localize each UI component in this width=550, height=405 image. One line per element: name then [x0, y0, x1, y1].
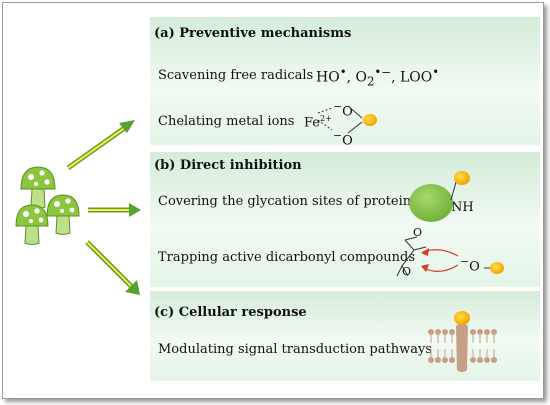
- carbonyl-o-top: O: [413, 226, 423, 239]
- scavenging-label: Scavening free radicals: [158, 68, 314, 83]
- radicals-formula: HO•, O2•−, LOO•: [316, 65, 440, 89]
- arrow-to-panel-b: [88, 203, 141, 217]
- nh-group: NH: [451, 200, 474, 215]
- mushroom-icon: [46, 194, 80, 235]
- panel-cellular-response: (c) Cellular response Modulating signal …: [150, 291, 540, 381]
- dicarbonyl-structure: [396, 236, 504, 277]
- panel-a-heading: (a) Preventive mechanisms: [154, 26, 352, 41]
- carbonyl-o-bottom: O: [402, 265, 412, 278]
- chelating-label: Chelating metal ions: [158, 114, 295, 129]
- ligand-ball: [454, 171, 470, 185]
- panel-preventive-mechanisms: (a) Preventive mechanisms Scavening free…: [150, 17, 540, 149]
- panel-b-heading: (b) Direct inhibition: [154, 158, 302, 173]
- protein-structure: [409, 171, 470, 222]
- trap-ball: [490, 262, 504, 274]
- panel-direct-inhibition: (b) Direct inhibition Covering the glyca…: [150, 152, 540, 287]
- radical-o2-charge: •−: [374, 65, 392, 79]
- ligand-oxygen-bottom: −O: [333, 129, 353, 149]
- panel-c-heading: (c) Cellular response: [154, 305, 307, 320]
- arrow-to-panel-c: [85, 240, 140, 295]
- radical-dot: •: [339, 65, 347, 79]
- covering-label: Covering the glycation sites of proteins: [158, 194, 418, 209]
- ligand-oxygen-top: −O: [333, 100, 353, 120]
- mushroom-icon: [15, 204, 49, 245]
- protein-ball: [409, 184, 453, 222]
- radical-o2-subscript: 2: [366, 74, 375, 89]
- trap-oxygen: −O: [460, 255, 480, 275]
- radical-loo: LOO: [399, 69, 433, 86]
- mushroom-icon: [20, 166, 56, 209]
- polyphenol-ball: [363, 114, 377, 126]
- trapping-label: Trapping active dicarbonyl compounds: [158, 250, 416, 265]
- chelation-structure: [317, 105, 377, 134]
- radical-ho: HO: [316, 69, 340, 86]
- modulating-label: Modulating signal transduction pathways: [158, 342, 432, 357]
- membrane-receptor-icon: [428, 311, 497, 372]
- radical-dot: •: [432, 65, 440, 79]
- iron-ion: Fe2+: [304, 114, 332, 131]
- arrow-to-panel-a: [66, 120, 135, 171]
- radical-o2: O: [355, 69, 367, 86]
